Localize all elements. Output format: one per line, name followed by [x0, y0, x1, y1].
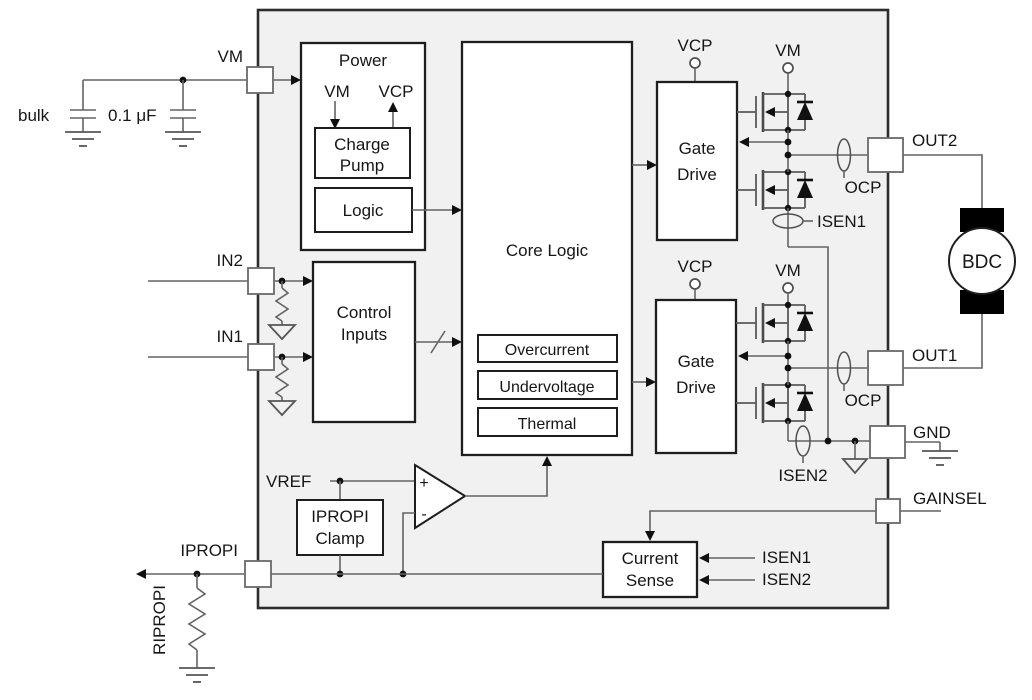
vm-terminal-icon [782, 282, 794, 294]
vm-terminal-icon [782, 62, 794, 74]
power-vcp-label: VCP [379, 82, 414, 101]
pin-in2 [247, 267, 275, 295]
gate-drive-2-label-1: Gate [678, 352, 715, 371]
overcurrent-block [477, 334, 618, 363]
power-vm-label: VM [324, 82, 350, 101]
motor-body-icon [948, 227, 1016, 295]
gate-drive-2-label-2: Drive [676, 378, 716, 397]
pin-out1 [867, 350, 904, 386]
input-in1: IN1 [148, 327, 313, 417]
vcp-terminal-label: VCP [678, 36, 713, 55]
logic-block [314, 187, 413, 233]
gnd-external: GND [905, 423, 958, 466]
ground-icon [841, 458, 869, 475]
pin-in2-label: IN2 [217, 251, 243, 270]
pulldown-resistor-icon [266, 357, 298, 417]
vm-terminal-label: VM [775, 261, 801, 280]
bulk-cap-label: bulk [18, 106, 50, 125]
gate-drive-1-block [655, 80, 739, 242]
half-bridge-1: VCP VM Gate Drive OCP ISEN1 [655, 36, 882, 441]
ground-icon [266, 324, 298, 341]
charge-pump-block [314, 127, 411, 179]
pin-out2 [867, 137, 904, 173]
ocp-label: OCP [845, 391, 882, 410]
ipropi-clamp-label-1: IPROPI [311, 507, 369, 526]
motor-label: BDC [962, 252, 1002, 273]
analog-section: VREF IPROPI Clamp + - [266, 456, 603, 578]
control-inputs-label-2: Inputs [341, 325, 387, 344]
power-block: Power VM VCP Charge Pump Logic [299, 41, 462, 252]
bus-slash [430, 330, 446, 354]
thermal-block [477, 407, 618, 437]
ripropi-label: RIPROPI [150, 585, 169, 655]
vm-supply-network: bulk 0.1 μF VM [18, 47, 301, 147]
thermal-label: Thermal [518, 416, 577, 433]
chip-pins: OUT2 OUT1 [244, 66, 957, 588]
ocp-label: OCP [845, 178, 882, 197]
pin-vm [246, 66, 274, 94]
charge-pump-label-1: Charge [334, 135, 390, 154]
core-logic-title: Core Logic [506, 241, 589, 260]
charge-pump-label-2: Pump [340, 156, 384, 175]
pin-ipropi-label: IPROPI [180, 541, 238, 560]
pin-gainsel [875, 498, 901, 524]
current-sense-block: Current Sense ISEN1 ISEN2 [601, 540, 811, 599]
ipropi-external: IPROPI RIPROPI [136, 541, 248, 683]
logic-label: Logic [343, 201, 384, 220]
half-bridge-2: VCP VM Gate Drive OCP ISEN2 [654, 257, 882, 485]
ipropi-clamp-block [296, 499, 384, 556]
comparator-minus-label: - [421, 506, 426, 523]
power-title: Power [339, 51, 388, 70]
pin-gainsel-label: GAINSEL [913, 489, 987, 508]
ipropi-clamp-label-2: Clamp [315, 529, 364, 548]
ground-icon [266, 400, 298, 417]
pulldown-resistor-icon [266, 281, 298, 341]
isen1-label: ISEN1 [817, 212, 866, 231]
pin-in1-label: IN1 [217, 327, 243, 346]
control-inputs-block: Control Inputs [311, 260, 462, 424]
control-inputs-label-1: Control [337, 303, 392, 322]
bypass-cap-label: 0.1 μF [108, 106, 157, 125]
vref-label: VREF [266, 472, 311, 491]
gate-drive-1-label-2: Drive [677, 165, 717, 184]
isen1-input-label: ISEN1 [762, 548, 811, 567]
ripropi-resistor-icon [179, 574, 215, 683]
input-in2: IN2 [148, 251, 313, 341]
pin-in1 [247, 343, 275, 371]
pin-gnd [869, 425, 906, 459]
vcp-terminal-icon [689, 278, 701, 290]
vcp-terminal-icon [689, 57, 701, 69]
pin-out2-label: OUT2 [912, 131, 957, 150]
bdc-motor: BDC [903, 154, 1016, 369]
undervoltage-block [477, 370, 618, 400]
gainsel-wiring: GAINSEL [645, 489, 987, 541]
pin-gnd-label: GND [913, 423, 951, 442]
pin-vm-label: VM [218, 47, 244, 66]
isen2-label: ISEN2 [778, 466, 827, 485]
vm-terminal-label: VM [775, 41, 801, 60]
pin-ipropi [244, 560, 272, 588]
undervoltage-label: Undervoltage [499, 379, 594, 396]
comparator-icon [414, 463, 467, 530]
core-logic-block: Core Logic Overcurrent Undervoltage Ther… [460, 40, 657, 457]
gate-drive-1-label-1: Gate [679, 139, 716, 158]
bulk-capacitor-icon [65, 80, 101, 147]
comparator-plus-label: + [419, 475, 428, 492]
gate-drive-2-block [654, 298, 738, 455]
current-sense-label-2: Sense [626, 571, 674, 590]
isen2-input-label: ISEN2 [762, 570, 811, 589]
vcp-terminal-label: VCP [678, 257, 713, 276]
pin-out1-label: OUT1 [912, 346, 957, 365]
overcurrent-label: Overcurrent [505, 342, 590, 359]
bypass-capacitor-icon [165, 80, 201, 147]
current-sense-label-1: Current [622, 549, 679, 568]
isen1-return-wire [788, 246, 829, 441]
